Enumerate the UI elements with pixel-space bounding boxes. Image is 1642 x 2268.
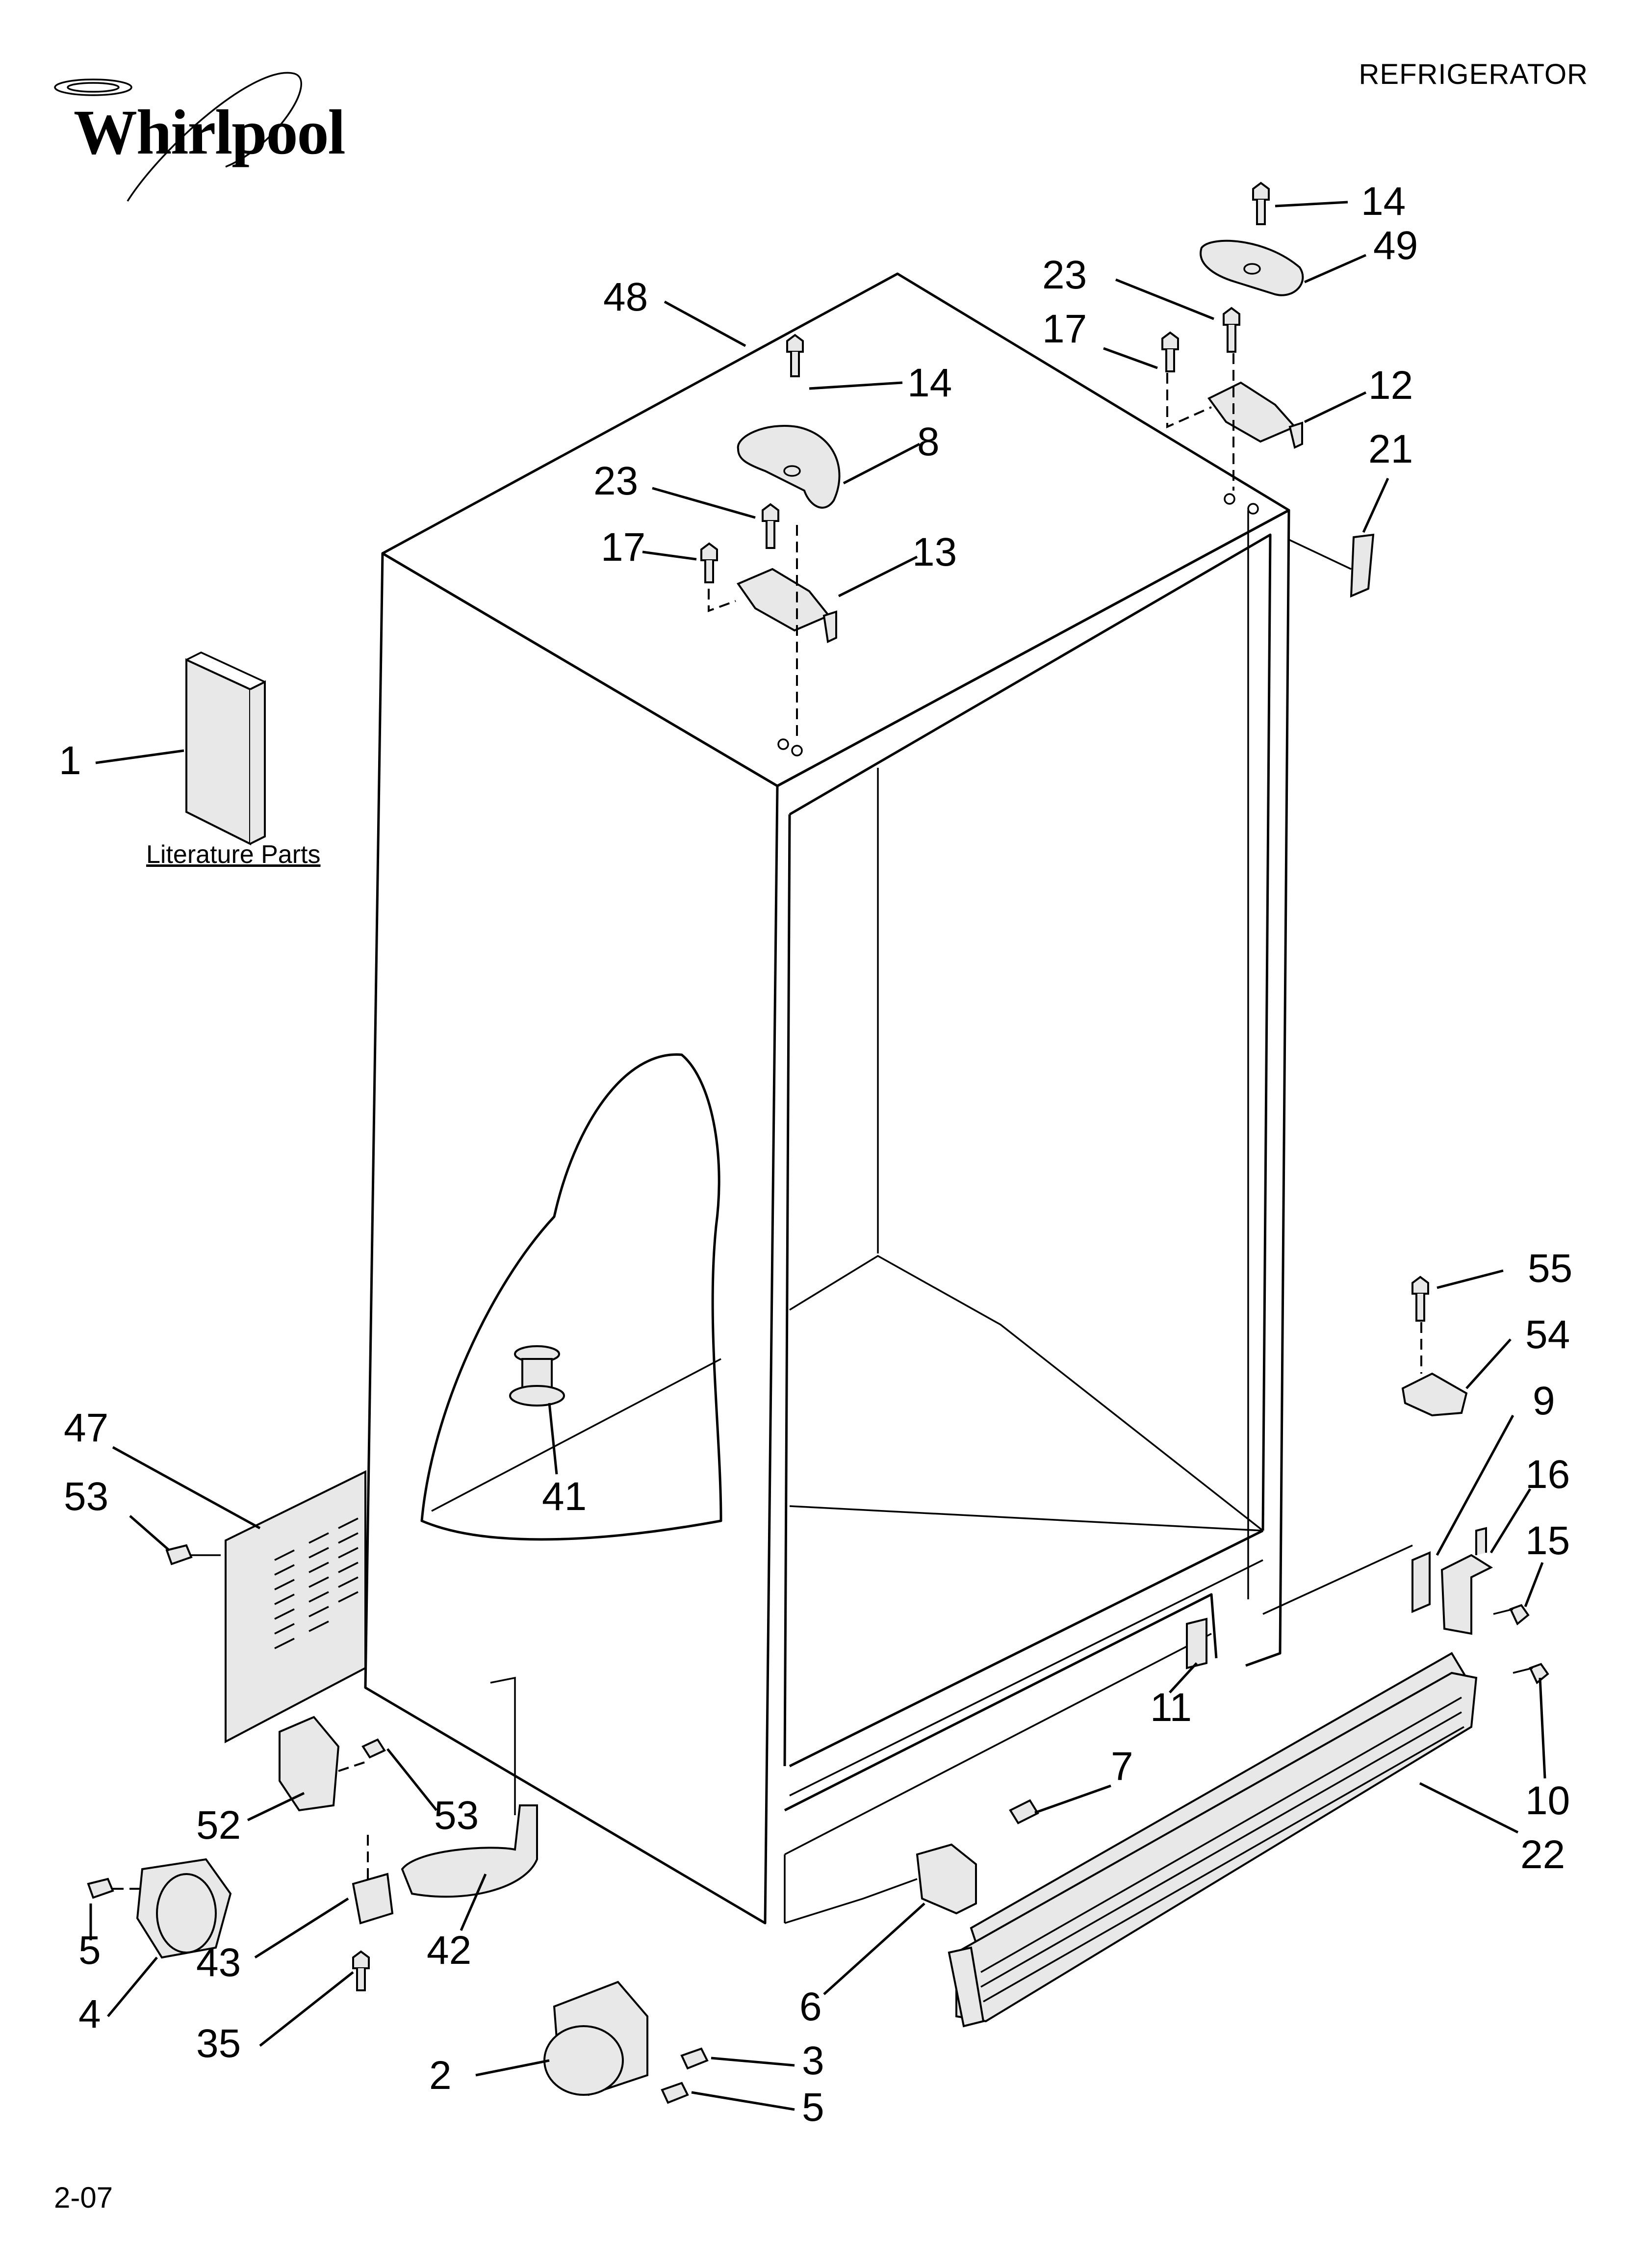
callout-9: 9 [1533,1379,1555,1423]
callout-12: 12 [1368,363,1413,408]
callout-10: 10 [1525,1778,1570,1823]
toe-grille [948,1652,1478,2028]
callout-13: 13 [912,530,957,574]
part-6-bracket [916,1843,977,1915]
cutaway-view [420,1053,722,1541]
lower-left-assembly [87,1676,538,1991]
callout-14-top-center: 14 [907,361,952,405]
callout-53-lower: 53 [434,1793,479,1838]
callout-42: 42 [427,1928,472,1973]
upper-right-hinge-assembly [1161,182,1304,491]
callout-6: 6 [799,1984,822,2029]
front-roller-assembly [543,1981,709,2104]
callout-1: 1 [59,738,81,783]
part-7-screw [1009,1799,1039,1825]
callout-53-left: 53 [64,1474,109,1519]
leader-lines [89,201,1546,2111]
part-53-screw [165,1544,193,1565]
page-title: REFRIGERATOR [1359,58,1588,90]
refrigerator-cabinet [364,272,1290,1925]
callout-55: 55 [1528,1246,1573,1291]
callout-14-top-right: 14 [1361,179,1406,224]
callout-21: 21 [1368,427,1413,471]
callout-54: 54 [1525,1312,1570,1357]
callout-4: 4 [78,1992,101,2036]
callout-17-top-center: 17 [601,525,646,570]
whirlpool-swirl-logo [54,72,302,202]
lower-right-hinge-assembly [1262,1276,1549,1685]
callout-47: 47 [64,1406,109,1450]
whirlpool-logo-text: Whirlpool [74,97,346,168]
callout-23-top-right: 23 [1042,253,1087,297]
rear-louvered-panel [225,1470,366,1744]
callout-5-left: 5 [78,1928,101,1973]
literature-parts-label: Literature Parts [146,840,321,869]
callout-17-top-right: 17 [1042,307,1087,351]
literature-book [185,652,266,846]
callout-3: 3 [802,2038,824,2083]
upper-center-hinge-assembly [700,334,841,736]
callout-15: 15 [1525,1518,1570,1563]
callout-23-top-center: 23 [593,459,639,503]
callout-22: 22 [1520,1832,1565,1877]
callout-49: 49 [1373,223,1418,268]
callout-43: 43 [196,1940,241,1985]
callout-35: 35 [196,2021,241,2066]
part-11-bracket [1186,1617,1207,1669]
callout-11: 11 [1150,1685,1192,1730]
footer-code: 2-07 [54,2181,113,2214]
callout-8: 8 [917,419,940,464]
part-21-clip [1350,533,1375,598]
callout-5-lower: 5 [802,2085,824,2130]
callout-41: 41 [542,1474,587,1519]
callout-48: 48 [603,275,648,319]
callout-16: 16 [1525,1452,1570,1497]
callout-7: 7 [1111,1744,1133,1789]
callout-52: 52 [196,1803,241,1848]
callout-2: 2 [429,2053,452,2098]
